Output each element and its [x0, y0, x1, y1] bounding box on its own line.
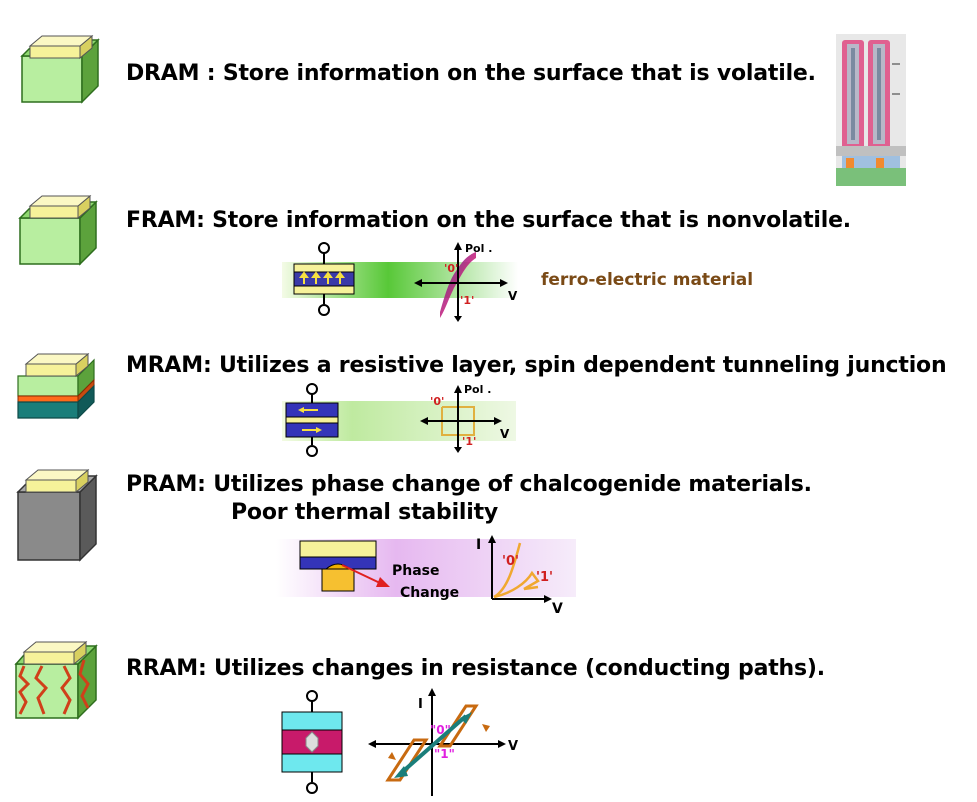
- pram-change-label: Change: [400, 585, 459, 601]
- mram-description: MRAM: Utilizes a resistive layer, spin d…: [126, 353, 946, 378]
- rram-diagram: I V "0" "1": [280, 688, 532, 798]
- pram-description-line2: Poor thermal stability: [231, 500, 498, 525]
- rram-zero-label: "0": [430, 723, 451, 737]
- fram-cube-icon: [16, 184, 100, 266]
- mram-v-label: V: [500, 427, 510, 441]
- fram-description: FRAM: Store information on the surface t…: [126, 208, 851, 233]
- fram-material-label: ferro-electric material: [541, 270, 753, 290]
- pram-v-label: V: [552, 601, 563, 613]
- fram-v-label: V: [508, 289, 518, 303]
- pram-cube-icon: [14, 458, 100, 562]
- fram-one-label: '1': [460, 294, 474, 307]
- pram-i-label: I: [476, 537, 481, 553]
- pram-zero-label: '0': [502, 554, 519, 569]
- pram-diagram: Phase Change I V '0' '1': [276, 535, 576, 613]
- rram-i-label: I: [418, 697, 423, 712]
- fram-zero-label: '0': [444, 262, 458, 275]
- pram-one-label: '1': [536, 570, 553, 585]
- dram-description: DRAM : Store information on the surface …: [126, 61, 816, 86]
- dram-capacitor-image: [836, 34, 906, 186]
- mram-pol-label: Pol .: [464, 383, 491, 396]
- rram-cube-icon: [12, 630, 100, 720]
- mram-one-label: '1': [462, 435, 476, 448]
- rram-one-label: "1": [434, 747, 455, 761]
- rram-description: RRAM: Utilizes changes in resistance (co…: [126, 656, 825, 681]
- dram-cube-icon: [18, 24, 102, 104]
- pram-phase-label: Phase: [392, 563, 440, 579]
- fram-pol-label: Pol .: [465, 242, 492, 255]
- fram-diagram: Pol . '0' '1' V: [282, 238, 518, 322]
- mram-diagram: Pol . '0' '1' V: [282, 383, 516, 457]
- mram-zero-label: '0': [430, 395, 444, 408]
- mram-cube-icon: [14, 340, 98, 420]
- rram-v-label: V: [508, 739, 518, 754]
- pram-description: PRAM: Utilizes phase change of chalcogen…: [126, 472, 812, 497]
